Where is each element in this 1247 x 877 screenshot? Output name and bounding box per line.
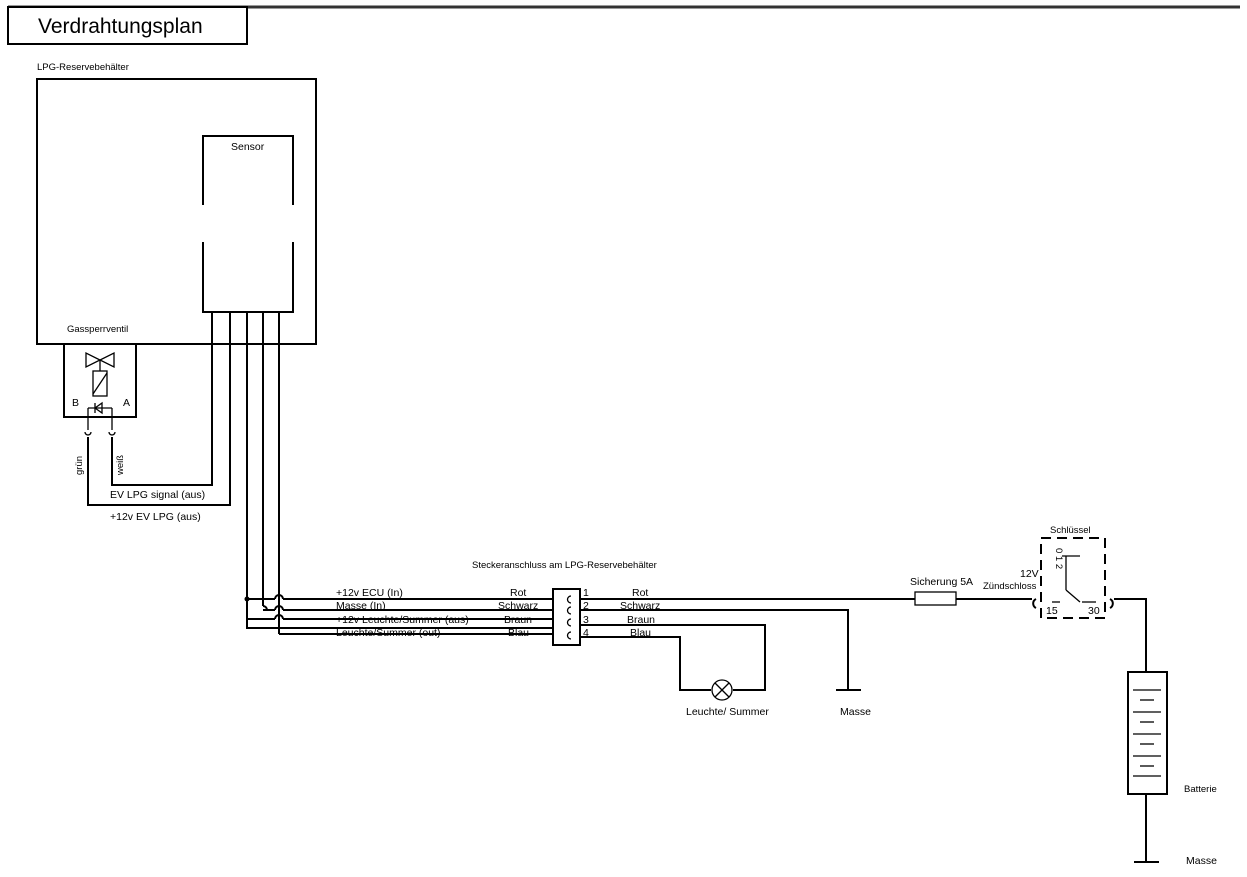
key-label: Schlüssel xyxy=(1050,525,1091,536)
ev-signal-label: EV LPG signal (aus) xyxy=(110,489,205,501)
pin-1-num: 1 xyxy=(583,587,589,599)
pin-1-color-out: Rot xyxy=(632,587,648,599)
valve-wire-left-label: grün xyxy=(74,456,85,475)
pin-2-num: 2 xyxy=(583,600,589,612)
battery-icon xyxy=(1133,689,1161,777)
connector-plugs xyxy=(566,595,572,640)
battery-wire xyxy=(1114,598,1147,672)
lamp-icon xyxy=(711,679,733,701)
pin-2-color-in: Schwarz xyxy=(498,600,538,612)
pin-3-num: 3 xyxy=(583,614,589,626)
ignition-positions: 0 1 2 xyxy=(1053,548,1064,569)
fuse-label: Sicherung 5A xyxy=(910,576,973,588)
harness-wires xyxy=(244,593,553,635)
outgoing-wires xyxy=(580,598,1032,691)
ground-right-label: Masse xyxy=(1186,855,1217,867)
valve-symbol xyxy=(85,351,115,430)
valve-label: Gassperrventil xyxy=(67,324,128,335)
sensor-label: Sensor xyxy=(231,141,265,153)
pin-3-color-in: Braun xyxy=(504,614,532,626)
pin-1-desc: +12v ECU (In) xyxy=(336,587,403,599)
pin-3-desc: +12v Leuchte/Summer (aus) xyxy=(336,614,469,626)
tank-box xyxy=(36,78,317,345)
terminal-30-label: 30 xyxy=(1088,605,1100,617)
lamp-label: Leuchte/ Summer xyxy=(686,706,769,718)
connector-box xyxy=(552,588,581,646)
terminal-15-label: 15 xyxy=(1046,605,1058,617)
ev-power-label: +12v EV LPG (aus) xyxy=(110,511,201,523)
valve-terminal-b: B xyxy=(72,397,79,409)
ignition-12v-label: 12V xyxy=(1020,568,1039,580)
title-box xyxy=(7,6,248,45)
pin-3-color-out: Braun xyxy=(627,614,655,626)
ignition-plug-30 xyxy=(1109,598,1114,609)
sensor: Sensor xyxy=(202,135,294,313)
page-title: Verdrahtungsplan xyxy=(38,15,203,38)
tank-label: LPG-Reservebehälter xyxy=(37,62,129,73)
fuse-symbol xyxy=(914,591,957,606)
ignition-contacts xyxy=(1052,555,1096,603)
valve-plug-b xyxy=(84,431,92,436)
battery-label: Batterie xyxy=(1184,784,1217,795)
valve-plug-a xyxy=(108,431,116,436)
ignition-box xyxy=(1040,537,1106,619)
pin-4-desc: Leuchte/Summer (out) xyxy=(336,627,440,639)
ignition-plug-15 xyxy=(1032,598,1037,609)
sensor-leads xyxy=(87,312,553,629)
pin-4-color-in: Blau xyxy=(508,627,529,639)
battery-box xyxy=(1127,671,1168,795)
valve-box xyxy=(63,343,137,418)
pin-2-desc: Masse (In) xyxy=(336,600,386,612)
ground-mid-label: Masse xyxy=(840,706,871,718)
connector-label: Steckeranschluss am LPG-Reservebehälter xyxy=(472,560,657,571)
ignition-switch-label: Zündschloss xyxy=(983,581,1037,592)
valve-terminal-a: A xyxy=(123,397,130,409)
pin-4-num: 4 xyxy=(583,627,589,639)
valve-wire-right-label: weiß xyxy=(115,455,126,476)
pin-1-color-in: Rot xyxy=(510,587,526,599)
